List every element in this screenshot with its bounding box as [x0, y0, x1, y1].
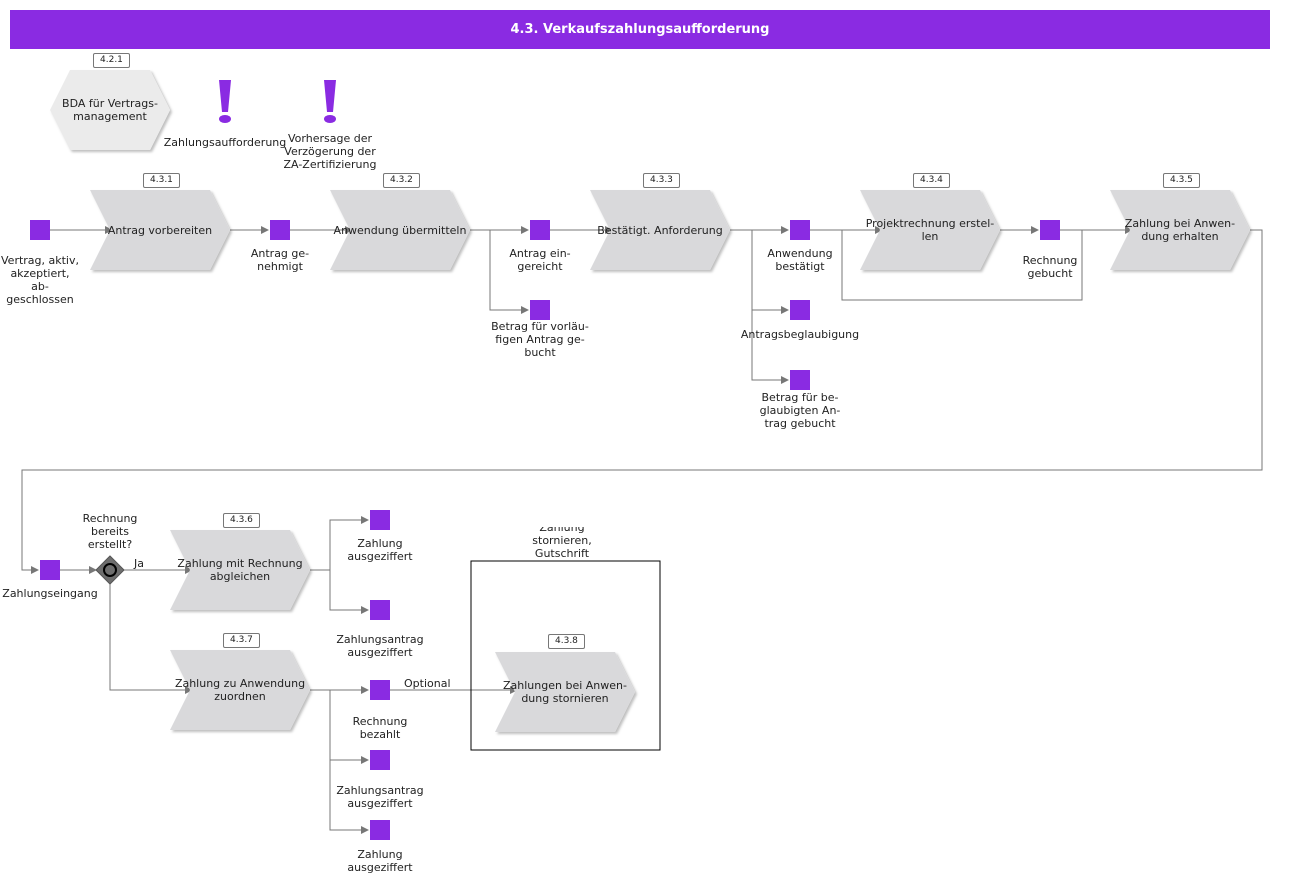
hexagon-shape[interactable] [50, 70, 170, 150]
event-square[interactable] [370, 510, 390, 530]
event-label: Antrag ge- nehmigt [250, 247, 310, 273]
alert-icon [324, 80, 336, 123]
event-square[interactable] [790, 220, 810, 240]
connectors [21, 226, 1263, 834]
process-chevron[interactable] [90, 190, 230, 270]
process-chevron[interactable] [590, 190, 730, 270]
process-chevron[interactable] [860, 190, 1000, 270]
event-square[interactable] [370, 820, 390, 840]
cancel-container-box[interactable] [470, 560, 661, 751]
process-tag: 4.3.8 [548, 634, 585, 649]
process-label: Zahlungen bei Anwen- dung stornieren [503, 679, 627, 705]
event-label: Antragsbeglaubigung [740, 328, 860, 341]
event-label: Anwendung bestätigt [767, 247, 833, 273]
event-square[interactable] [270, 220, 290, 240]
event-label: Zahlungsantrag ausgeziffert [336, 784, 424, 810]
process-tag: 4.3.5 [1163, 173, 1200, 188]
event-square[interactable] [40, 560, 60, 580]
event-label: Betrag für vorläu- figen Antrag ge- buch… [491, 320, 589, 359]
connector [751, 310, 789, 384]
process-chevron[interactable] [170, 650, 310, 730]
alert-label: Vorhersage der Verzögerung der ZA-Zertif… [283, 132, 377, 171]
event-label: Zahlung ausgeziffert [347, 848, 413, 874]
optional-label: Optional [404, 677, 451, 690]
gateway-yes-label: Ja [134, 557, 144, 570]
process-chevron[interactable] [495, 652, 635, 732]
event-label: Rechnung bezahlt [352, 715, 408, 741]
event-label: Zahlungseingang [2, 587, 98, 600]
alert-label: Zahlungsaufforderung [163, 136, 287, 149]
gateway-diamond[interactable] [95, 555, 125, 585]
connector [109, 584, 193, 694]
process-label: Bestätigt. Anforderung [597, 223, 723, 237]
event-label: Betrag für be- glaubigten An- trag gebuc… [759, 391, 841, 430]
diagram-title: 4.3. Verkaufszahlungsaufforderung [10, 10, 1270, 49]
process-tag: 4.3.2 [383, 173, 420, 188]
event-label: Zahlung ausgeziffert [347, 537, 413, 563]
event-label: Antrag ein- gereicht [509, 247, 571, 273]
event-square[interactable] [530, 220, 550, 240]
event-label: Zahlungsantrag ausgeziffert [336, 633, 424, 659]
connector [329, 760, 369, 834]
connector [489, 230, 529, 314]
process-chevron[interactable] [170, 530, 310, 610]
connector [841, 230, 1083, 301]
event-square[interactable] [370, 750, 390, 770]
process-label: Zahlung bei Anwen- dung erhalten [1124, 217, 1236, 243]
process-chevron[interactable] [1110, 190, 1250, 270]
connector [310, 516, 369, 571]
process-label: Anwendung übermitteln [333, 223, 467, 237]
connector [21, 229, 1263, 574]
process-chevron[interactable] [330, 190, 470, 270]
event-square[interactable] [30, 220, 50, 240]
hexagon-label: BDA für Vertrags- management [62, 97, 158, 123]
cancel-box-label: Zahlung stornieren, Gutschrift [532, 527, 592, 560]
event-label: Vertrag, aktiv, akzeptiert, ab- geschlos… [1, 254, 79, 306]
process-tag: 4.3.6 [223, 513, 260, 528]
alert-icon [219, 80, 231, 123]
event-square[interactable] [1040, 220, 1060, 240]
process-label: Antrag vorbereiten [107, 223, 213, 237]
process-tag: 4.3.4 [913, 173, 950, 188]
process-tag: 4.3.1 [143, 173, 180, 188]
gateway-question-label: Rechnung bereits erstellt? [82, 512, 138, 551]
hexagon-tag: 4.2.1 [93, 53, 130, 68]
process-label: Zahlung zu Anwendung zuordnen [174, 677, 306, 703]
event-square[interactable] [790, 300, 810, 320]
event-square[interactable] [370, 680, 390, 700]
event-square[interactable] [790, 370, 810, 390]
process-tag: 4.3.3 [643, 173, 680, 188]
process-label: Zahlung mit Rechnung abgleichen [177, 557, 303, 583]
process-label: Projektrechnung erstel- len [865, 217, 995, 243]
connector [329, 570, 369, 614]
process-tag: 4.3.7 [223, 633, 260, 648]
event-square[interactable] [530, 300, 550, 320]
event-square[interactable] [370, 600, 390, 620]
event-label: Rechnung gebucht [1022, 254, 1078, 280]
